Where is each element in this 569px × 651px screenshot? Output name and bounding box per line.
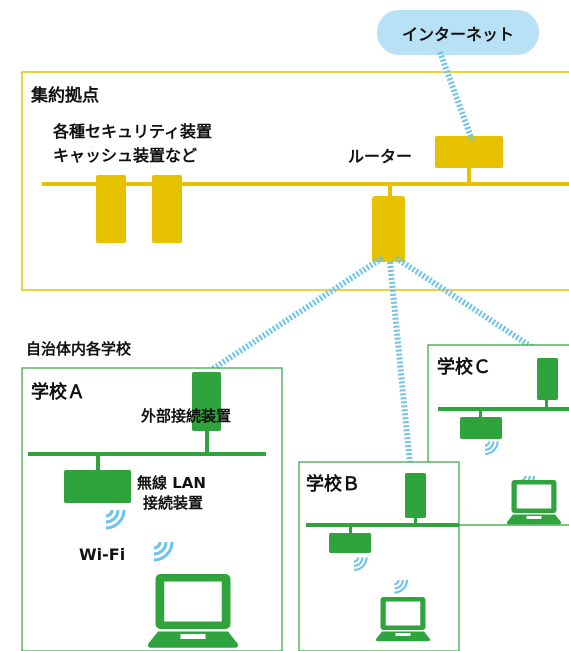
school-a-laptop-icon <box>148 574 238 648</box>
school-b-laptop-icon <box>376 597 430 642</box>
hub-backbone <box>42 182 569 186</box>
school-b-lan-device <box>329 533 371 553</box>
school-b-title: 学校Ｂ <box>306 473 360 495</box>
school-c-backbone <box>438 407 569 411</box>
school-a-lan-label-2: 接続装置 <box>143 494 203 512</box>
router-label: ルーター <box>348 147 412 166</box>
school-a-backbone <box>28 452 266 456</box>
security-label-line2: キャッシュ装置など <box>53 146 197 165</box>
school-b-backbone <box>306 523 459 527</box>
school-c-lan-device <box>460 417 502 439</box>
internet-label: インターネット <box>402 25 514 44</box>
school-c: 学校Ｃ <box>427 344 569 526</box>
security-device-2 <box>152 175 182 243</box>
school-a-external-label: 外部接続装置 <box>140 407 231 425</box>
hub-access-device <box>372 196 405 262</box>
school-b-external-device <box>405 473 426 518</box>
school-a-lan-label-1: 無線 LAN <box>137 474 206 492</box>
security-device-1 <box>96 175 126 243</box>
school-a: 学校Ａ 外部接続装置 無線 LAN 接続装置 Wi-Fi <box>21 367 283 651</box>
school-a-external-device <box>192 372 221 431</box>
hub-site: 集約拠点 各種セキュリティ装置 キャッシュ装置など ルーター <box>21 71 569 291</box>
wireless-links <box>206 50 549 475</box>
security-label-line1: 各種セキュリティ装置 <box>52 122 212 141</box>
router-device <box>435 136 503 168</box>
school-c-title: 学校Ｃ <box>437 356 491 378</box>
school-a-lan-device <box>64 470 131 503</box>
internet-cloud: インターネット <box>377 10 539 55</box>
school-c-laptop-icon <box>507 480 561 525</box>
school-b: 学校Ｂ <box>298 461 460 651</box>
school-a-title: 学校Ａ <box>31 381 85 403</box>
region-label: 自治体内各学校 <box>26 340 132 358</box>
school-a-wifi-label: Wi-Fi <box>79 545 125 564</box>
school-c-external-device <box>537 358 558 400</box>
hub-title: 集約拠点 <box>30 85 99 106</box>
